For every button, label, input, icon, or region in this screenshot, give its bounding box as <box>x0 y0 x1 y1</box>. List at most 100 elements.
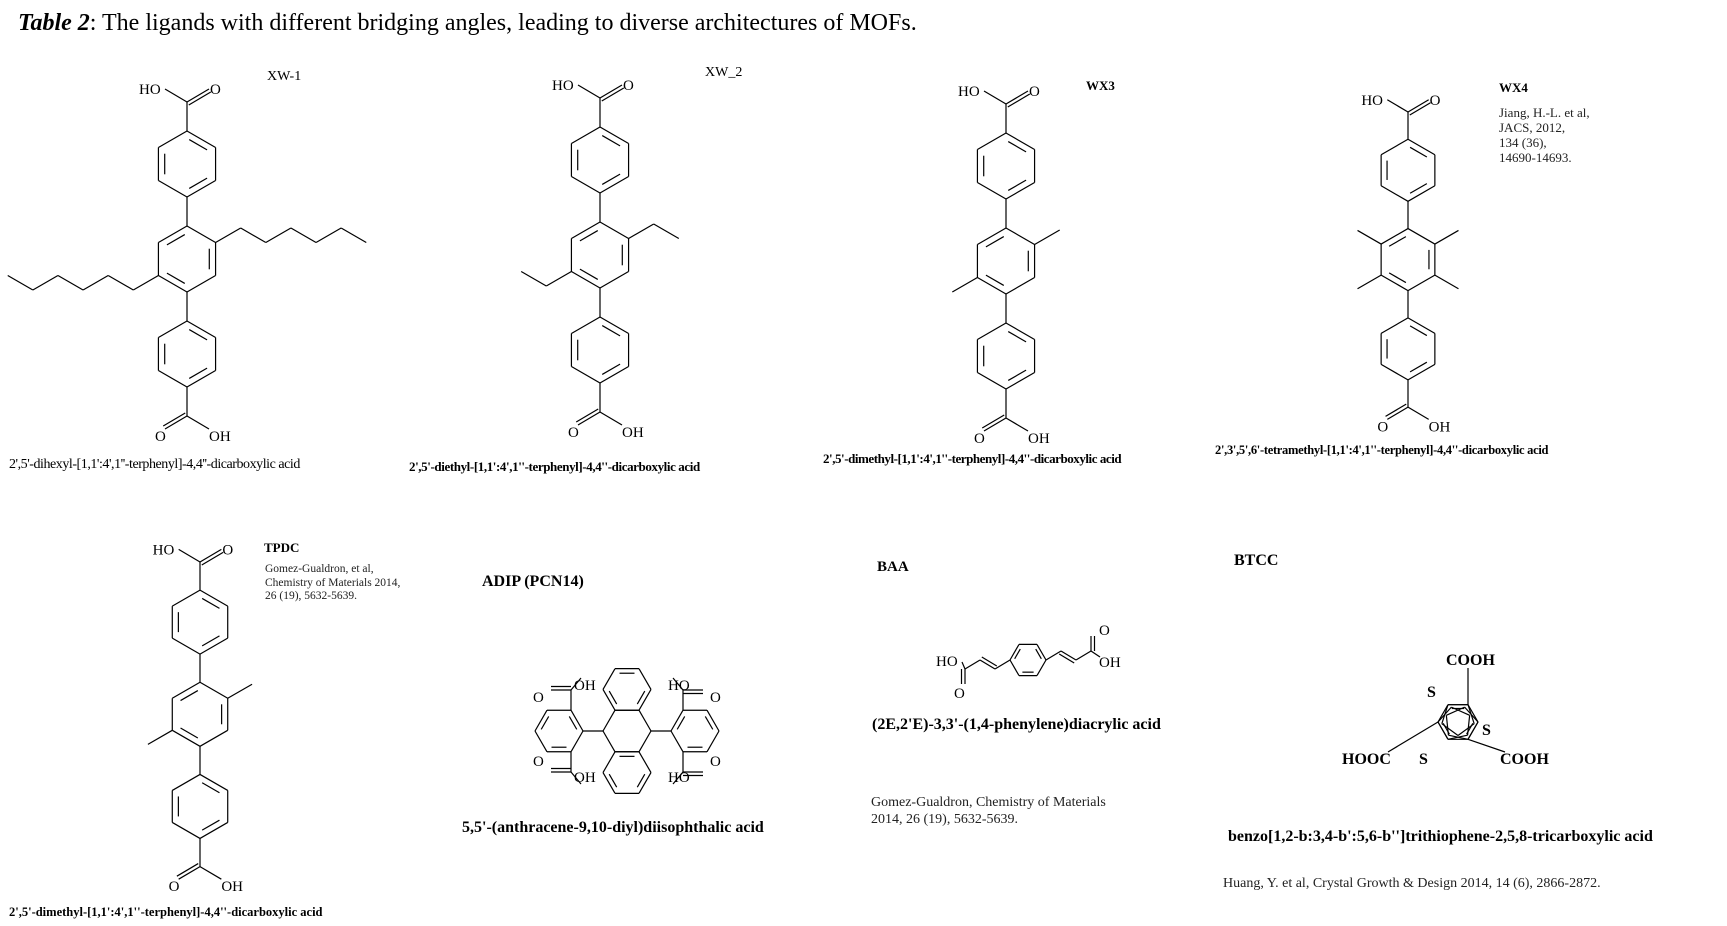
bond <box>162 412 186 427</box>
bond <box>568 716 578 730</box>
atom-ho: HO <box>668 770 690 786</box>
bond <box>1457 723 1475 736</box>
bond <box>599 175 629 194</box>
bond <box>171 773 201 791</box>
bond <box>570 677 582 691</box>
bond <box>158 369 188 388</box>
bond <box>1409 325 1428 337</box>
bond <box>599 365 629 384</box>
bond <box>1034 229 1060 246</box>
bond <box>602 689 616 711</box>
ref-line: Gomez-Gualdron, et al, <box>265 563 374 575</box>
atom-ho: HO <box>668 678 690 694</box>
caption-wx4: 2',3',5',6'-tetramethyl-[1,1':4',1''-ter… <box>1215 443 1549 457</box>
bond <box>706 709 720 732</box>
bond <box>1007 331 1027 343</box>
bond <box>1045 650 1062 661</box>
bond <box>672 771 684 785</box>
bond <box>704 716 714 730</box>
bond <box>577 411 601 426</box>
bond <box>571 365 601 384</box>
bond <box>638 730 652 753</box>
bond <box>188 367 208 379</box>
bond <box>1005 227 1035 246</box>
bond <box>1407 228 1436 245</box>
bond <box>158 274 188 293</box>
bond <box>1407 185 1436 202</box>
bond <box>1467 704 1479 723</box>
bond <box>653 223 680 240</box>
bond <box>186 320 216 339</box>
bond <box>1005 181 1035 200</box>
bond <box>983 417 1007 432</box>
bond <box>1005 371 1035 390</box>
bond <box>1407 138 1436 156</box>
bond <box>599 270 629 289</box>
bond <box>188 329 208 341</box>
bond <box>1437 721 1449 740</box>
atom-oh: OH <box>1028 431 1050 447</box>
bond <box>1437 704 1449 723</box>
caption-baa: (2E,2'E)-3,3'-(1,4-phenylene)diacrylic a… <box>872 716 1161 733</box>
bond <box>1466 715 1471 736</box>
atom-o: O <box>710 690 721 706</box>
bond <box>571 221 601 240</box>
atom-o: O <box>710 754 721 770</box>
atom-cooh: COOH <box>1446 652 1495 669</box>
bond <box>1380 228 1409 245</box>
bond <box>1388 236 1407 247</box>
bond <box>1380 274 1409 292</box>
bond <box>977 371 1007 390</box>
bond <box>265 227 292 244</box>
bond <box>1434 229 1459 245</box>
bond <box>186 274 216 293</box>
bond <box>147 729 173 745</box>
bond <box>1409 102 1431 116</box>
bond <box>676 716 686 730</box>
bond <box>1387 406 1409 420</box>
bond <box>1407 363 1436 381</box>
bond <box>1467 721 1479 740</box>
atom-o: O <box>210 82 221 98</box>
bond <box>201 597 220 609</box>
bond <box>964 659 981 670</box>
bond <box>534 730 548 753</box>
bond <box>1409 183 1428 194</box>
bond <box>1387 721 1439 753</box>
bond <box>571 316 601 335</box>
atom-o: O <box>623 78 634 94</box>
bond <box>315 227 342 244</box>
ligand-name-xw2: XW_2 <box>705 65 743 80</box>
bond <box>1387 99 1409 113</box>
bond <box>1407 317 1436 334</box>
bond <box>180 727 199 739</box>
ref-line: 134 (36), <box>1499 135 1547 150</box>
bond <box>199 548 222 563</box>
bond <box>638 772 652 794</box>
baa-reference: Gomez-Gualdron, Chemistry of Materials 2… <box>871 794 1106 828</box>
bond <box>1380 363 1409 381</box>
bond <box>977 322 1007 341</box>
ligand-name-xw1: XW-1 <box>267 69 302 84</box>
bond <box>602 668 616 690</box>
bond <box>201 551 224 566</box>
wx4-reference: Jiang, H.-L. et al, JACS, 2012, 134 (36)… <box>1499 105 1590 165</box>
atom-o: O <box>1099 623 1110 639</box>
bond <box>199 773 229 791</box>
bond <box>638 668 652 690</box>
bond <box>636 690 646 705</box>
atom-o: O <box>155 429 166 445</box>
atom-s: S <box>1482 722 1491 739</box>
bond <box>952 276 978 293</box>
bond <box>82 274 109 291</box>
bond <box>186 130 216 149</box>
atom-s: S <box>1427 684 1436 701</box>
bond <box>985 274 1005 286</box>
bond <box>1385 403 1407 417</box>
bond <box>571 175 601 194</box>
bond <box>570 730 584 753</box>
ligand-name-tpdc: TPDC <box>264 540 300 555</box>
bond <box>199 821 229 839</box>
